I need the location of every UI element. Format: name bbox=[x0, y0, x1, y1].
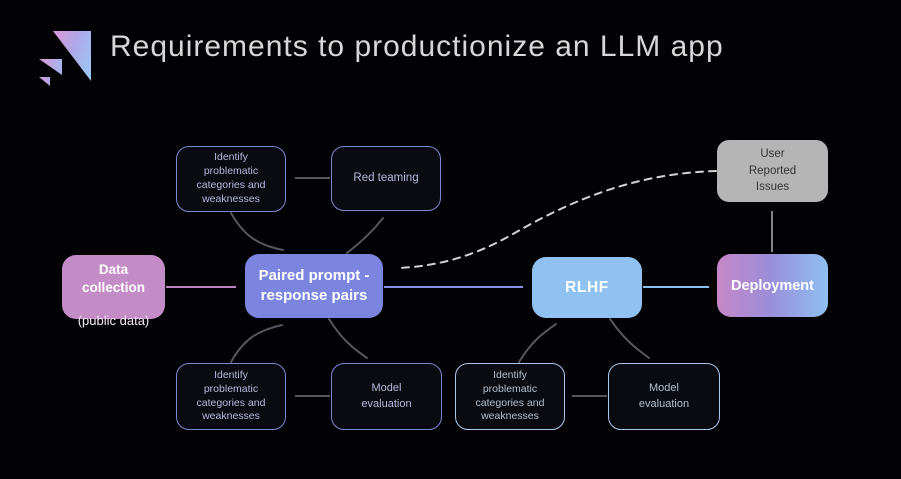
node-deployment-label: Deployment bbox=[731, 277, 814, 294]
slide-title: Requirements to productionize an LLM app bbox=[110, 30, 724, 63]
node-identify-bottom-right: Identify problematic categories and weak… bbox=[455, 363, 565, 430]
node-identify-top: Identify problematic categories and weak… bbox=[176, 146, 286, 212]
node-paired-prompt: Paired prompt - response pairs bbox=[245, 254, 383, 318]
arrow-identify-top-to-paired-prompt bbox=[230, 212, 284, 251]
logo-triangle-medium-icon bbox=[39, 59, 62, 75]
node-user-reported-issues: User Reported Issues bbox=[717, 140, 828, 202]
gradient-triangles-logo bbox=[38, 30, 94, 86]
arrow-paired-prompt-to-model-evaluation-left bbox=[328, 318, 368, 359]
node-identify-bottom-left: Identify problematic categories and weak… bbox=[176, 363, 286, 430]
node-model-evaluation-right-label: Model evaluation bbox=[638, 382, 690, 410]
node-user-reported-issues-label: User Reported Issues bbox=[748, 147, 797, 194]
arrow-identify-bottom-left-to-paired-prompt bbox=[230, 324, 283, 363]
arrow-paired-prompt-to-red-teaming bbox=[346, 217, 384, 254]
node-rlhf-label: RLHF bbox=[565, 278, 609, 296]
node-data-collection: Data collection (public data) bbox=[62, 255, 165, 328]
node-model-evaluation-left: Model evaluation bbox=[331, 363, 442, 430]
node-identify-bottom-left-label: Identify problematic categories and weak… bbox=[196, 368, 266, 423]
node-model-evaluation-right: Model evaluation bbox=[608, 363, 720, 430]
dashed-arrow-user-reported-issues-to-paired-prompt bbox=[398, 170, 717, 269]
node-model-evaluation-left-label: Model evaluation bbox=[361, 382, 412, 410]
arrow-rlhf-to-model-evaluation-right bbox=[609, 318, 650, 359]
node-identify-top-label: Identify problematic categories and weak… bbox=[196, 151, 266, 205]
node-red-teaming: Red teaming bbox=[331, 146, 441, 211]
node-data-collection-title: Data collection bbox=[81, 261, 145, 295]
logo-triangle-large-icon bbox=[53, 31, 91, 81]
node-data-collection-subtitle: (public data) bbox=[77, 313, 150, 329]
arrow-identify-bottom-right-to-rlhf bbox=[518, 323, 557, 363]
node-rlhf: RLHF bbox=[532, 257, 642, 318]
node-identify-bottom-right-label: Identify problematic categories and weak… bbox=[475, 368, 545, 423]
node-paired-prompt-label: Paired prompt - response pairs bbox=[258, 266, 370, 304]
logo-triangle-small-icon bbox=[39, 77, 50, 86]
node-deployment: Deployment bbox=[717, 254, 828, 317]
node-red-teaming-label: Red teaming bbox=[353, 171, 419, 184]
